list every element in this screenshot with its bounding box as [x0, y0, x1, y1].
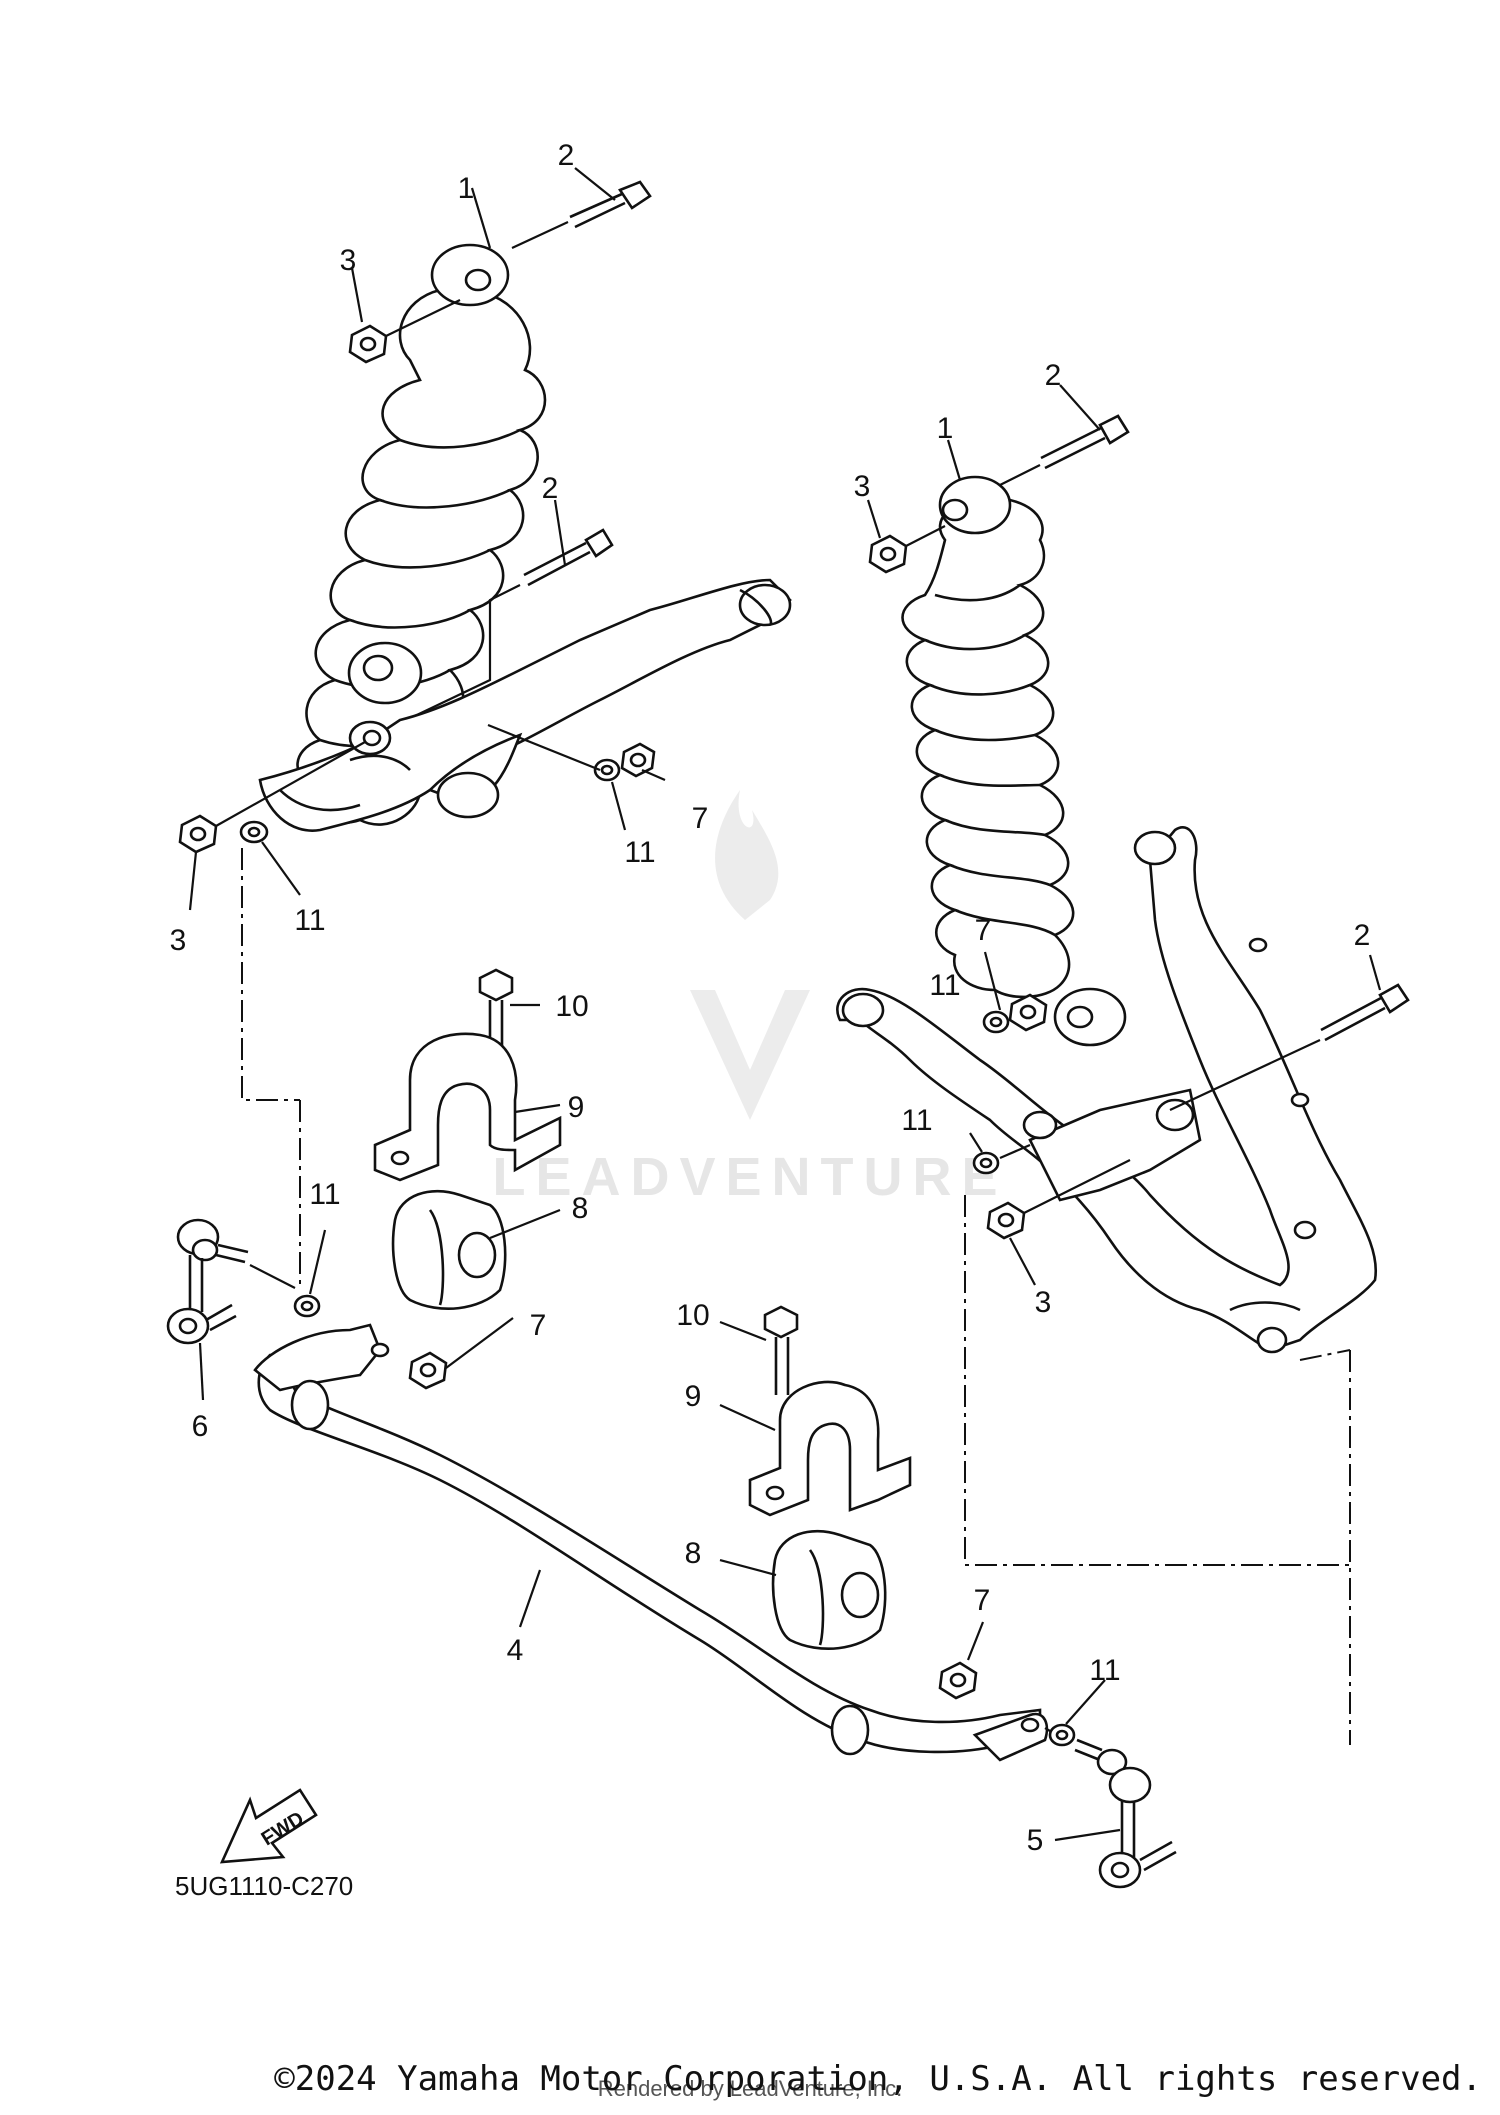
nut-3-right-lower: [986, 1159, 1131, 1240]
bolt-10-right: [763, 1305, 799, 1395]
callout-10-left: 10: [555, 990, 588, 1023]
callout-8-right: 8: [685, 1537, 702, 1570]
right-shock-absorber: [901, 475, 1127, 1047]
stabilizer-bar-4: [253, 1323, 1049, 1762]
callout-2-right-lower: 2: [1354, 919, 1371, 952]
callout-11-right-link: 11: [1089, 1654, 1120, 1687]
stabilizer-joint-5-right: [1074, 1738, 1177, 1889]
figure-code: 5UG1110-C270: [175, 1871, 353, 1901]
callout-1-right: 1: [937, 412, 954, 445]
bolt-10-left: [478, 968, 514, 1050]
callout-5: 5: [1027, 1824, 1044, 1857]
assembly-lines: [241, 848, 1351, 1745]
callout-6: 6: [192, 1410, 209, 1443]
callout-11-left-upper: 11: [624, 836, 655, 869]
callout-8-left: 8: [572, 1192, 589, 1225]
leader-lines: [188, 167, 1382, 1842]
callout-10-right: 10: [676, 1299, 709, 1332]
callout-3-left-lower: 3: [170, 924, 187, 957]
callout-1-left: 1: [458, 172, 475, 205]
rendered-by-text: Rendered by LeadVenture, Inc.: [598, 2076, 903, 2101]
washer-11-right-link: [1044, 1723, 1076, 1747]
bracket-9-left: [373, 1032, 562, 1182]
callout-11-left-link: 11: [309, 1178, 340, 1211]
washer-11-right-upper: [982, 1010, 1010, 1034]
watermark-text: LEADVENTURE: [492, 1147, 1007, 1207]
right-lower-arm: [836, 826, 1378, 1354]
left-shock-absorber: [296, 243, 547, 826]
stabilizer-joint-6-left: [166, 1218, 296, 1345]
callout-7-left-bar: 7: [530, 1309, 547, 1342]
left-upper-arm: [258, 578, 792, 832]
callout-3-left-top: 3: [340, 244, 357, 277]
washer-11-left-lower: [215, 741, 366, 844]
watermark-logo: LEADVENTURE: [492, 790, 1007, 1207]
callout-3-right-top: 3: [854, 470, 871, 503]
washer-11-right-lower: [972, 1143, 1031, 1175]
bolt-2-right-top: [999, 414, 1130, 486]
nut-7-right-bar: [938, 1661, 978, 1700]
callout-7-right-upper: 7: [975, 914, 992, 947]
callout-9-right: 9: [685, 1380, 702, 1413]
washer-11-left-upper: [593, 758, 621, 782]
callout-4: 4: [507, 1634, 524, 1667]
callout-2-right-top: 2: [1045, 359, 1062, 392]
callout-7-left-upper: 7: [692, 802, 709, 835]
washer-11-left-link: [293, 1294, 321, 1318]
copyright-text: ©2024 Yamaha Motor Corporation, U.S.A. A…: [274, 2059, 1482, 2099]
fwd-arrow-icon: FWD: [219, 1788, 318, 1864]
callout-2-left-top: 2: [558, 139, 575, 172]
callout-9-left: 9: [568, 1091, 585, 1124]
bushing-8-right: [771, 1529, 887, 1650]
callout-7-right-bar: 7: [974, 1584, 991, 1617]
callout-2-left-lower: 2: [542, 472, 559, 505]
bolt-2-right-lower: [1169, 983, 1410, 1111]
nut-7-right-upper: [1008, 993, 1048, 1032]
nut-3-left-top: [348, 299, 461, 364]
nut-3-right-top: [868, 525, 946, 574]
callout-3-right-lower: 3: [1035, 1286, 1052, 1319]
callout-11-left-lower: 11: [294, 904, 325, 937]
bolt-2-left-lower: [374, 528, 614, 736]
nut-7-left-bar: [408, 1351, 448, 1390]
bracket-9-right: [748, 1380, 912, 1517]
nut-3-left-lower: [178, 814, 218, 854]
callout-11-right-lower: 11: [901, 1104, 932, 1137]
nut-7-left-upper: [487, 723, 656, 778]
callout-11-right-upper: 11: [929, 969, 960, 1002]
bushing-8-left: [391, 1189, 507, 1310]
bolt-2-left-top: [511, 180, 652, 249]
callouts: 1 2 3 2 1 2 3 7 11 3 11 10 9 8 11 6 7 11…: [170, 139, 1371, 1857]
